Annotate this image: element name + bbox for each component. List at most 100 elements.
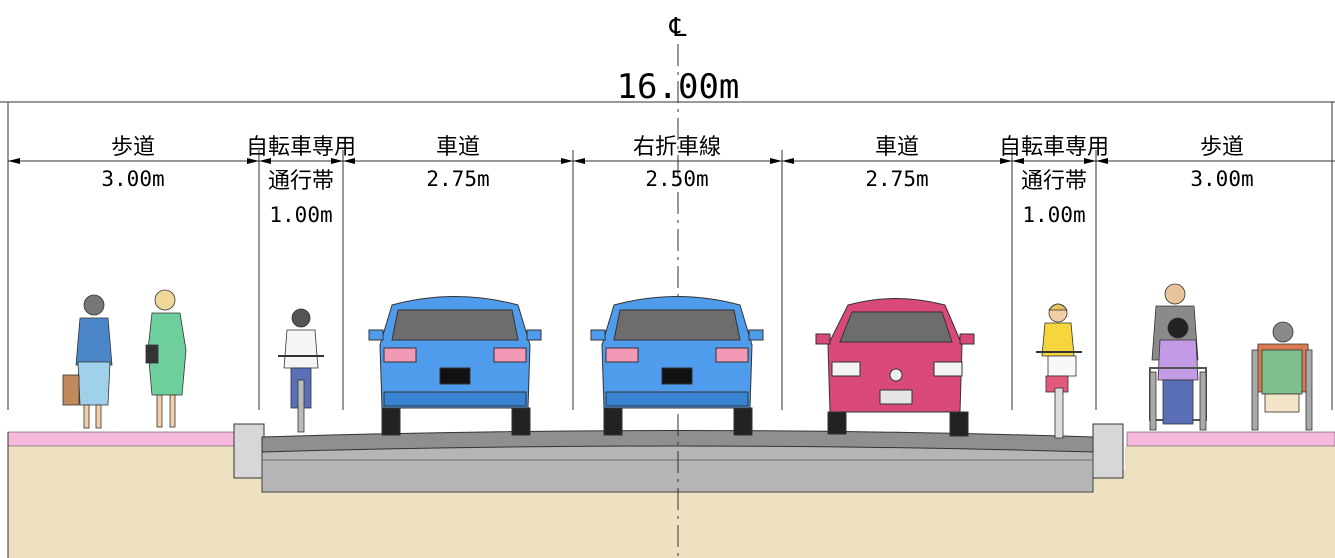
tire	[733, 407, 753, 436]
tail-light	[493, 347, 527, 363]
cyclist-rear	[278, 308, 324, 433]
dimension-arrows	[8, 158, 1108, 164]
arrow	[259, 158, 271, 164]
section-width: 2.75m	[426, 167, 489, 191]
section-labels: 歩道 3.00m 自転車専用 通行帯 1.00m 車道 2.75m 右折車線 2…	[101, 135, 1253, 227]
ground-left	[8, 446, 238, 558]
section-width: 1.00m	[269, 203, 332, 227]
section-name: 右折車線	[633, 135, 721, 160]
section-name-line2: 通行帯	[268, 169, 334, 194]
pedestrian-woman-bag	[62, 294, 113, 429]
head	[1272, 321, 1294, 343]
section-width: 1.00m	[1022, 203, 1085, 227]
arrow	[1012, 158, 1024, 164]
ground-right	[1125, 446, 1335, 558]
car-blue-rear	[590, 296, 764, 436]
headlight	[831, 361, 861, 377]
section-name-line2: 通行帯	[1021, 169, 1087, 194]
arrow	[247, 158, 259, 164]
wheel	[1251, 349, 1259, 431]
tire	[827, 411, 847, 435]
tail-light	[383, 347, 417, 363]
legs	[1264, 393, 1300, 413]
wheelchair-user-rear	[1251, 321, 1313, 431]
left-mirror	[590, 329, 606, 341]
curb-left	[233, 423, 265, 479]
road-surface	[261, 430, 1094, 453]
caregiver-head	[1164, 283, 1186, 305]
sidewalk-left	[7, 431, 235, 447]
car-blue-rear	[368, 296, 542, 436]
arrow	[331, 158, 343, 164]
right-mirror	[526, 329, 542, 341]
pedestrian-woman-green	[145, 289, 187, 428]
wheel	[1199, 371, 1207, 431]
section-width: 3.00m	[101, 167, 164, 191]
user-legs	[1162, 379, 1194, 425]
sidewalk-right	[1126, 431, 1335, 447]
section-width: 2.75m	[865, 167, 928, 191]
tire	[949, 411, 969, 437]
tail-light	[715, 347, 749, 363]
license-plate	[661, 367, 693, 385]
tire	[381, 407, 401, 436]
total-width-label: 16.00m	[617, 67, 740, 107]
torso	[75, 317, 113, 366]
section-name: 歩道	[111, 135, 155, 160]
wheel	[1054, 387, 1064, 439]
user-head	[1167, 317, 1189, 339]
arrow	[573, 158, 585, 164]
wheel	[297, 379, 305, 433]
tail-light	[605, 347, 639, 363]
head	[83, 294, 105, 316]
car-red-front	[815, 298, 975, 437]
wheel	[1149, 371, 1157, 431]
tire	[511, 407, 531, 436]
rear-window	[391, 309, 519, 341]
leg	[169, 394, 176, 428]
headlight	[933, 361, 963, 377]
section-name: 歩道	[1200, 135, 1244, 160]
head	[291, 308, 311, 328]
windshield	[839, 311, 953, 343]
section-width: 3.00m	[1190, 167, 1253, 191]
section-name: 車道	[436, 135, 480, 160]
bracket-fragment: 】	[0, 68, 18, 106]
arrow	[561, 158, 573, 164]
bumper	[383, 391, 527, 407]
arrow	[343, 158, 355, 164]
arrow	[8, 158, 20, 164]
head	[154, 289, 176, 311]
right-mirror	[959, 333, 975, 345]
section-width: 2.50m	[645, 167, 708, 191]
leg	[156, 394, 163, 428]
section-name: 自転車専用	[999, 135, 1109, 160]
bumper	[605, 391, 749, 407]
curb-right	[1092, 423, 1124, 479]
section-name: 車道	[875, 135, 919, 160]
left-mirror	[815, 333, 831, 345]
grille-emblem	[889, 368, 903, 382]
leg	[83, 404, 90, 429]
left-mirror	[368, 329, 384, 341]
arrow	[770, 158, 782, 164]
arrow	[1000, 158, 1012, 164]
tire	[603, 407, 623, 436]
arrow	[1084, 158, 1096, 164]
cyclist-child-front	[1036, 303, 1082, 439]
handbag	[145, 344, 159, 364]
basket	[1047, 355, 1077, 377]
skirt	[77, 361, 111, 406]
user-body	[1157, 339, 1199, 381]
shopping-bag	[62, 374, 80, 406]
wheel	[1305, 349, 1313, 431]
section-name: 自転車専用	[246, 135, 356, 160]
wheelchair-back	[1261, 349, 1303, 395]
arrow	[782, 158, 794, 164]
dimension-lines	[0, 101, 1335, 410]
rear-window	[613, 309, 741, 341]
license-plate	[439, 367, 471, 385]
right-mirror	[748, 329, 764, 341]
hair	[1048, 303, 1068, 311]
